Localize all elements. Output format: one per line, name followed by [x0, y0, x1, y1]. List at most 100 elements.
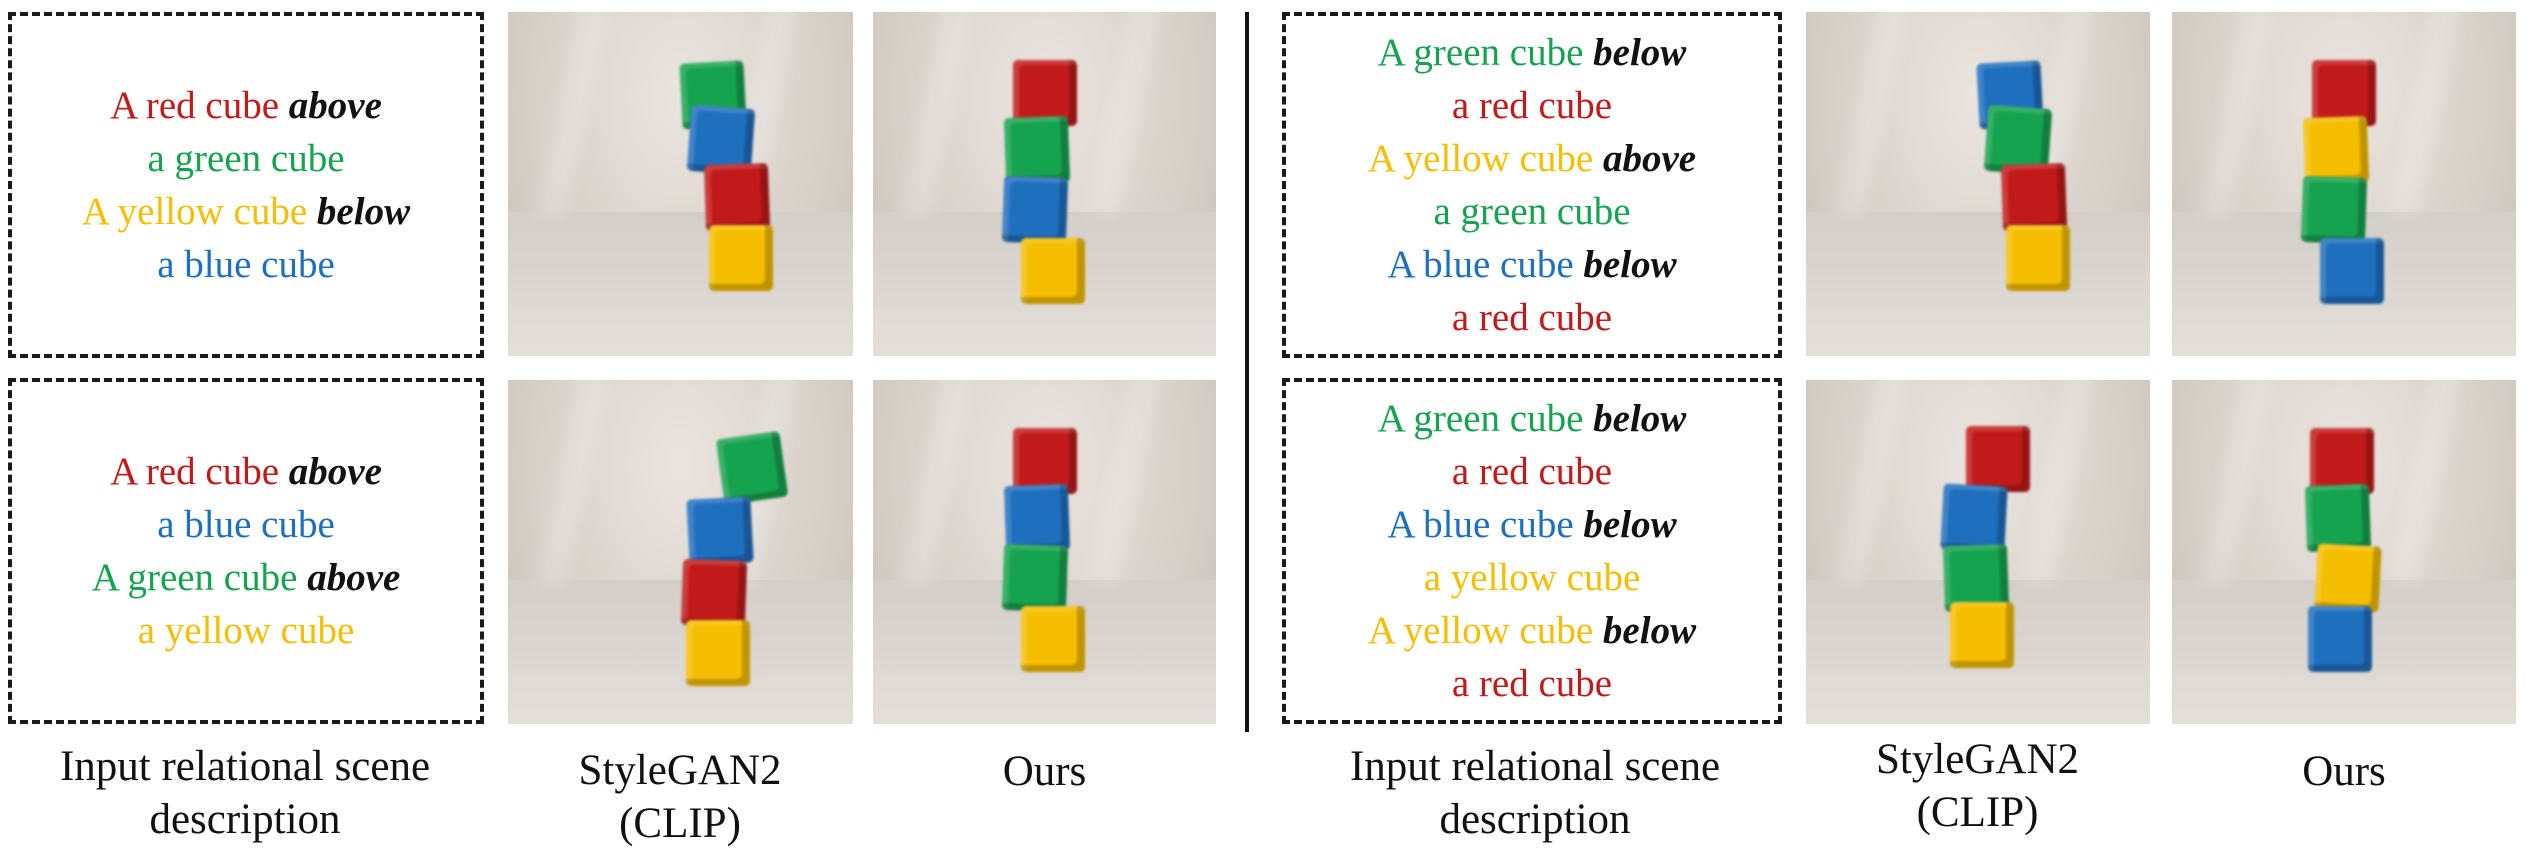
- red-cube: [1012, 60, 1077, 126]
- object-phrase: a blue cube: [157, 243, 335, 286]
- backdrop-fold: [1832, 380, 1913, 587]
- description-line: a blue cube: [157, 498, 335, 551]
- stylegan-image-right-bottom: [1806, 380, 2150, 724]
- description-box-right-top: A green cube below a red cube A yellow cub…: [1282, 12, 1782, 358]
- object-phrase: a red cube: [1451, 84, 1613, 127]
- blue-cube: [2320, 238, 2385, 304]
- cube-stack: [680, 380, 789, 724]
- green-cube: [2304, 483, 2372, 553]
- floor-surface: [508, 579, 853, 724]
- yellow-cube: [2006, 225, 2071, 291]
- caption-ours-left: Ours: [1002, 748, 1087, 795]
- description-line: a yellow cube: [138, 604, 355, 657]
- description-line: A red cube above: [110, 445, 382, 498]
- green-cube: [1003, 115, 1070, 185]
- object-phrase: A red cube: [110, 450, 289, 493]
- relation-keyword: above: [307, 556, 401, 599]
- yellow-cube: [1020, 606, 1085, 672]
- relation-keyword: below: [1593, 397, 1687, 440]
- stylegan-image-left-top: [508, 12, 853, 356]
- object-phrase: a red cube: [1451, 662, 1613, 705]
- red-cube: [2001, 162, 2068, 232]
- description-line: a red cube: [1452, 79, 1612, 132]
- relation-keyword: above: [288, 84, 382, 127]
- description-line: A red cube above: [110, 79, 382, 132]
- caption-baseline-left: StyleGAN2 (CLIP): [578, 747, 782, 847]
- caption-baseline-right: StyleGAN2 (CLIP): [1875, 736, 2080, 836]
- backdrop-fold: [899, 380, 980, 587]
- yellow-cube: [1020, 238, 1085, 304]
- description-line: a green cube: [147, 132, 344, 185]
- stylegan-image-left-bottom: [508, 380, 853, 724]
- backdrop-fold: [535, 12, 615, 219]
- green-cube: [715, 430, 789, 506]
- description-box-right-bottom: A green cube below a red cube A blue cube …: [1282, 378, 1782, 724]
- object-phrase: a green cube: [1433, 190, 1631, 233]
- blue-cube: [686, 496, 754, 566]
- relation-keyword: below: [1583, 243, 1677, 286]
- description-line: A blue cube below: [1387, 238, 1676, 291]
- ours-image-right-top: [2172, 12, 2516, 356]
- caption-ours-right: Ours: [2302, 748, 2386, 795]
- object-phrase: A red cube: [110, 84, 289, 127]
- green-cube: [2300, 175, 2368, 245]
- backdrop-fold: [2388, 380, 2468, 587]
- blue-cube: [1940, 483, 2008, 553]
- yellow-cube: [686, 620, 750, 686]
- stylegan-image-right-top: [1806, 12, 2150, 356]
- yellow-cube: [2302, 115, 2370, 185]
- relation-keyword: below: [316, 190, 411, 233]
- cube-stack: [2302, 380, 2382, 724]
- backdrop-fold: [2198, 380, 2279, 587]
- backdrop-fold: [2022, 380, 2102, 587]
- object-phrase: a blue cube: [157, 503, 335, 546]
- red-cube: [2310, 428, 2375, 494]
- description-line: a yellow cube: [1424, 551, 1641, 604]
- cube-stack: [2300, 12, 2385, 356]
- object-phrase: A blue cube: [1387, 243, 1584, 286]
- object-phrase: a red cube: [1451, 450, 1613, 493]
- red-cube: [2312, 60, 2377, 126]
- description-box-left-bottom: A red cube above a blue cube A green cube …: [8, 378, 484, 724]
- backdrop-fold: [1832, 12, 1913, 219]
- relation-keyword: below: [1583, 503, 1677, 546]
- object-phrase: a red cube: [1451, 296, 1613, 339]
- yellow-cube: [708, 225, 773, 291]
- backdrop-fold: [1088, 380, 1168, 587]
- ours-image-left-top: [873, 12, 1216, 356]
- description-line: A yellow cube below: [82, 185, 410, 238]
- red-cube: [703, 162, 771, 232]
- object-phrase: a green cube: [147, 137, 345, 180]
- cube-stack: [1976, 12, 2071, 356]
- description-line: A blue cube below: [1387, 498, 1676, 551]
- object-phrase: A green cube: [1377, 397, 1594, 440]
- object-phrase: a yellow cube: [137, 609, 355, 652]
- description-line: A green cube above: [92, 551, 401, 604]
- ours-image-right-bottom: [2172, 380, 2516, 724]
- caption-input-right: Input relational scene description: [1349, 743, 1721, 843]
- object-phrase: A yellow cube: [1367, 609, 1603, 652]
- object-phrase: a yellow cube: [1423, 556, 1641, 599]
- description-line: A yellow cube below: [1368, 604, 1696, 657]
- description-line: A yellow cube above: [1368, 132, 1696, 185]
- object-phrase: A yellow cube: [1367, 137, 1603, 180]
- object-phrase: A yellow cube: [81, 190, 317, 233]
- blue-cube: [1003, 483, 1070, 553]
- cube-stack: [1936, 380, 2031, 724]
- red-cube: [680, 558, 748, 628]
- cube-stack: [679, 12, 773, 356]
- object-phrase: A blue cube: [1387, 503, 1584, 546]
- description-line: a green cube: [1433, 185, 1630, 238]
- backdrop-fold: [2198, 12, 2279, 219]
- backdrop-fold: [899, 12, 980, 219]
- relation-keyword: below: [1593, 31, 1687, 74]
- description-line: a red cube: [1452, 291, 1612, 344]
- yellow-cube: [1950, 602, 2015, 668]
- red-cube: [1012, 428, 1077, 494]
- relation-keyword: above: [288, 450, 382, 493]
- yellow-cube: [2314, 543, 2382, 613]
- description-line: A green cube below: [1378, 26, 1687, 79]
- description-line: a red cube: [1452, 445, 1612, 498]
- red-cube: [1966, 426, 2031, 492]
- description-line: a blue cube: [157, 238, 335, 291]
